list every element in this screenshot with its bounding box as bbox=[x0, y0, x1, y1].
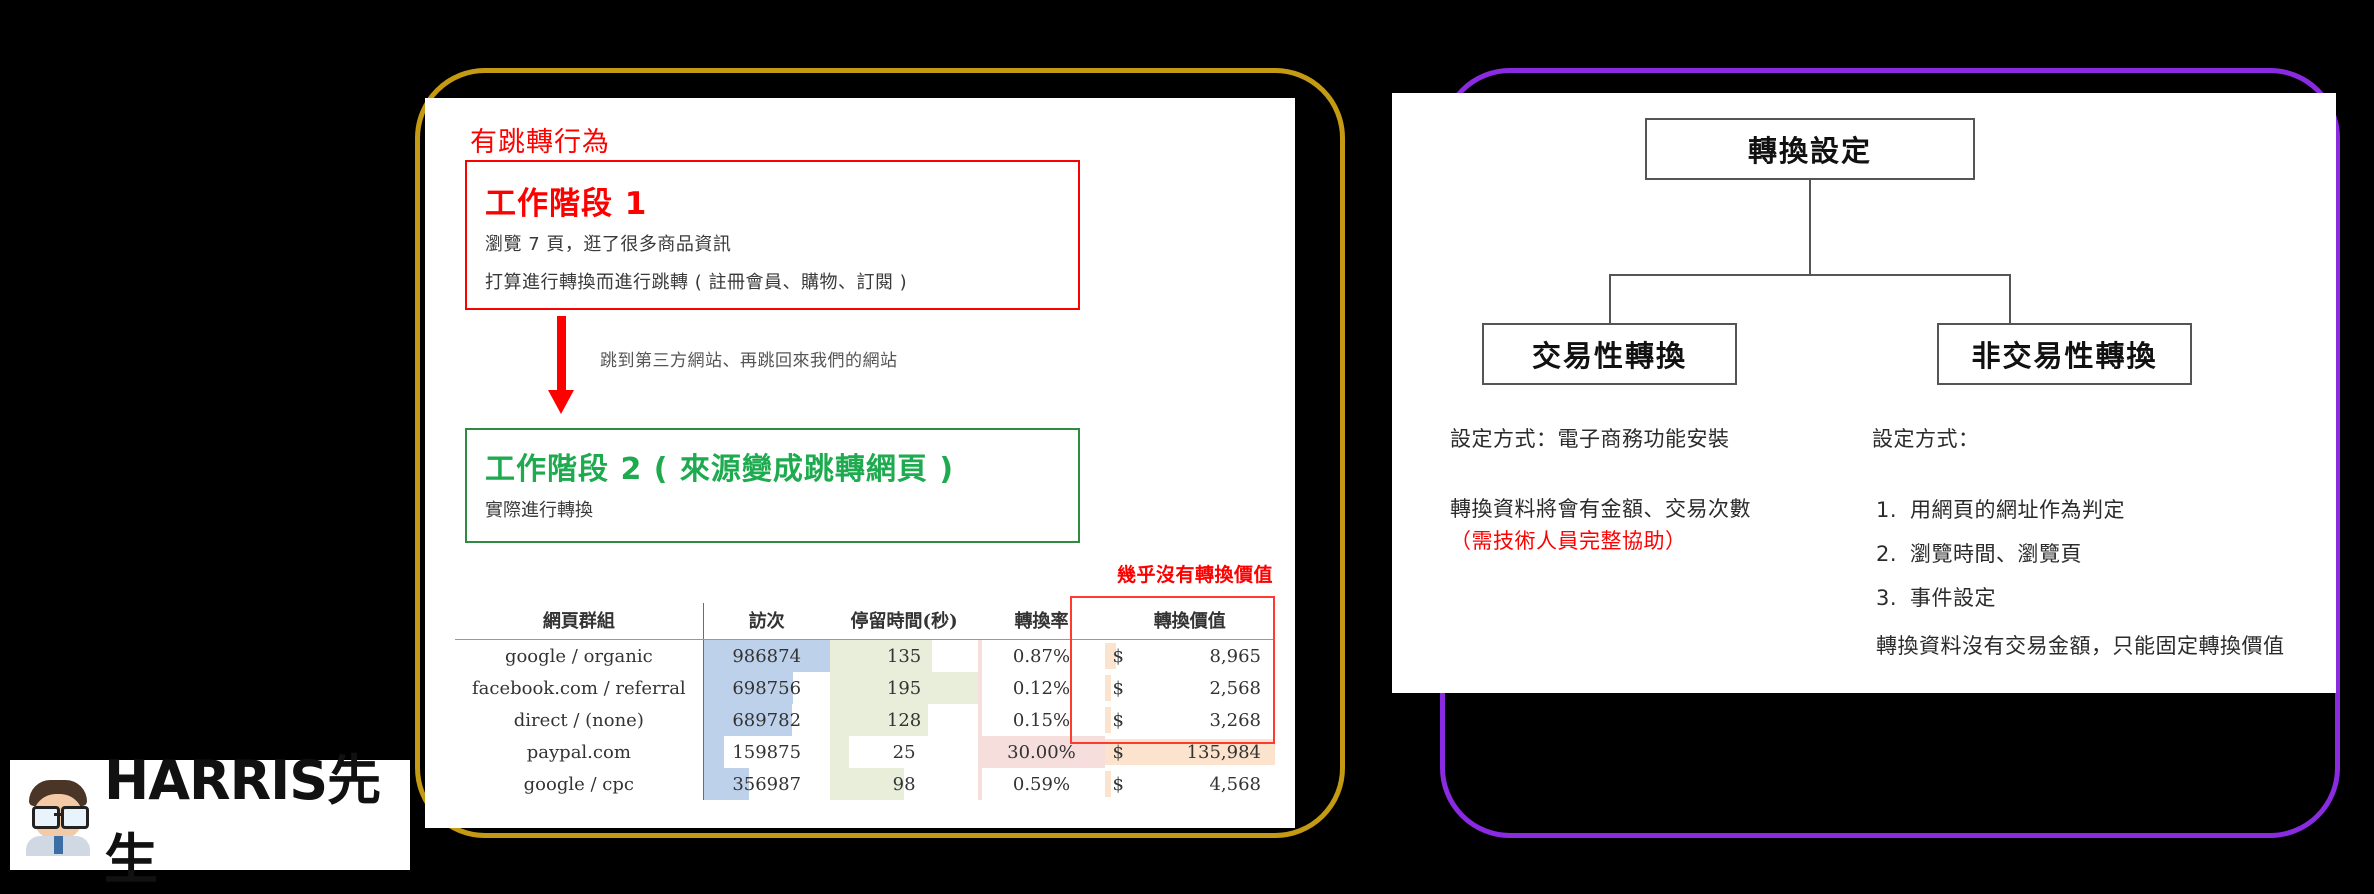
left-callout-outline bbox=[415, 68, 1345, 838]
col-header-visits: 訪次 bbox=[702, 603, 830, 640]
cell-value: $2,568 bbox=[1104, 672, 1276, 704]
cell-time: 195 bbox=[829, 672, 979, 704]
node-conversion-setup: 轉換設定 bbox=[1645, 118, 1975, 180]
cell-group: direct / (none) bbox=[513, 709, 644, 731]
list-item: 瀏覽時間、瀏覽頁 bbox=[1910, 542, 2082, 567]
col-header-time: 停留時間(秒) bbox=[829, 603, 979, 640]
cell-group: paypal.com bbox=[526, 741, 631, 763]
col-header-rate: 轉換率 bbox=[978, 603, 1105, 640]
cell-rate: 30.00% bbox=[978, 736, 1105, 768]
cell-group: google / cpc bbox=[523, 773, 634, 795]
stage-1-line-1: 瀏覽 7 頁，逛了很多商品資訊 bbox=[485, 234, 732, 255]
cell-rate: 0.59% bbox=[978, 768, 1104, 800]
cell-rate: 0.87% bbox=[978, 640, 1104, 672]
cell-time: 25 bbox=[829, 736, 979, 768]
cell-value: $3,268 bbox=[1104, 704, 1276, 736]
bounce-behavior-label: 有跳轉行為 bbox=[470, 127, 610, 158]
cell-group: facebook.com / referral bbox=[471, 677, 686, 699]
cell-rate: 0.12% bbox=[978, 672, 1104, 704]
connector-right-vertical bbox=[2009, 274, 2011, 324]
cell-visits: 159875 bbox=[702, 736, 830, 768]
stage-2-title: 工作階段 2 ( 來源變成跳轉網頁 ) bbox=[485, 452, 955, 487]
node-transactional: 交易性轉換 bbox=[1482, 323, 1737, 385]
node-non-transactional: 非交易性轉換 bbox=[1937, 323, 2192, 385]
col-header-value: 轉換價值 bbox=[1104, 603, 1275, 640]
no-conversion-value-note: 幾乎沒有轉換價值 bbox=[1116, 564, 1273, 586]
connector-root-vertical bbox=[1809, 180, 1811, 275]
avatar-icon bbox=[20, 776, 98, 856]
list-item: 用網頁的網址作為判定 bbox=[1910, 498, 2125, 522]
right-col-method-list: 用網頁的網址作為判定瀏覽時間、瀏覽頁事件設定 bbox=[1876, 488, 2125, 620]
stage-1-title: 工作階段 1 bbox=[485, 186, 648, 222]
stage-2-box: 工作階段 2 ( 來源變成跳轉網頁 ) 實際進行轉換 bbox=[465, 428, 1080, 543]
harris-logo: HARRIS先生 bbox=[10, 749, 410, 891]
cell-rate: 0.15% bbox=[978, 704, 1104, 736]
cell-group: google / organic bbox=[504, 645, 653, 667]
arrow-annotation: 跳到第三方網站、再跳回來我們的網站 bbox=[600, 351, 898, 371]
cell-visits: 689782 bbox=[702, 704, 830, 736]
cell-visits: 986874 bbox=[702, 639, 830, 672]
table-header-row: 網頁群組 訪次 停留時間(秒) 轉換率 轉換價值 bbox=[455, 603, 1275, 640]
performance-table: 網頁群組 訪次 停留時間(秒) 轉換率 轉換價值 google / organi… bbox=[455, 603, 1275, 800]
down-arrow-icon bbox=[545, 316, 585, 421]
logo-text: HARRIS先生 bbox=[104, 749, 381, 891]
stage-1-box: 工作階段 1 瀏覽 7 頁，逛了很多商品資訊 打算進行轉換而進行跳轉 ( 註冊會… bbox=[465, 160, 1080, 310]
right-col-footer-note: 轉換資料沒有交易金額，只能固定轉換價值 bbox=[1876, 634, 2285, 658]
cell-visits: 356987 bbox=[702, 768, 830, 800]
right-slide-panel: 轉換設定 交易性轉換 非交易性轉換 設定方式：電子商務功能安裝 轉換資料將會有金… bbox=[1392, 93, 2336, 693]
stage-2-subtitle: 實際進行轉換 bbox=[485, 500, 593, 521]
stage-1-line-2: 打算進行轉換而進行跳轉 ( 註冊會員、購物、訂閱 ) bbox=[485, 272, 908, 293]
cell-visits: 698756 bbox=[702, 672, 830, 704]
cell-time: 128 bbox=[829, 704, 979, 736]
cell-time: 98 bbox=[829, 768, 979, 800]
cell-time: 135 bbox=[829, 640, 979, 672]
connector-horizontal bbox=[1609, 274, 2011, 276]
left-col-data-note: 轉換資料將會有金額、交易次數 bbox=[1450, 497, 1751, 521]
left-col-setup-method: 設定方式：電子商務功能安裝 bbox=[1450, 427, 1730, 451]
col-header-group: 網頁群組 bbox=[455, 603, 704, 640]
left-slide-panel: 有跳轉行為 工作階段 1 瀏覽 7 頁，逛了很多商品資訊 打算進行轉換而進行跳轉… bbox=[425, 98, 1295, 828]
list-item: 事件設定 bbox=[1910, 586, 1996, 611]
cell-value: $8,965 bbox=[1104, 640, 1276, 673]
cell-value: $135,984 bbox=[1104, 736, 1275, 768]
connector-left-vertical bbox=[1609, 274, 1611, 324]
right-col-setup-heading: 設定方式： bbox=[1872, 427, 1980, 451]
left-col-warning: （需技術人員完整協助） bbox=[1450, 529, 1687, 553]
cell-value: $4,568 bbox=[1104, 768, 1276, 800]
